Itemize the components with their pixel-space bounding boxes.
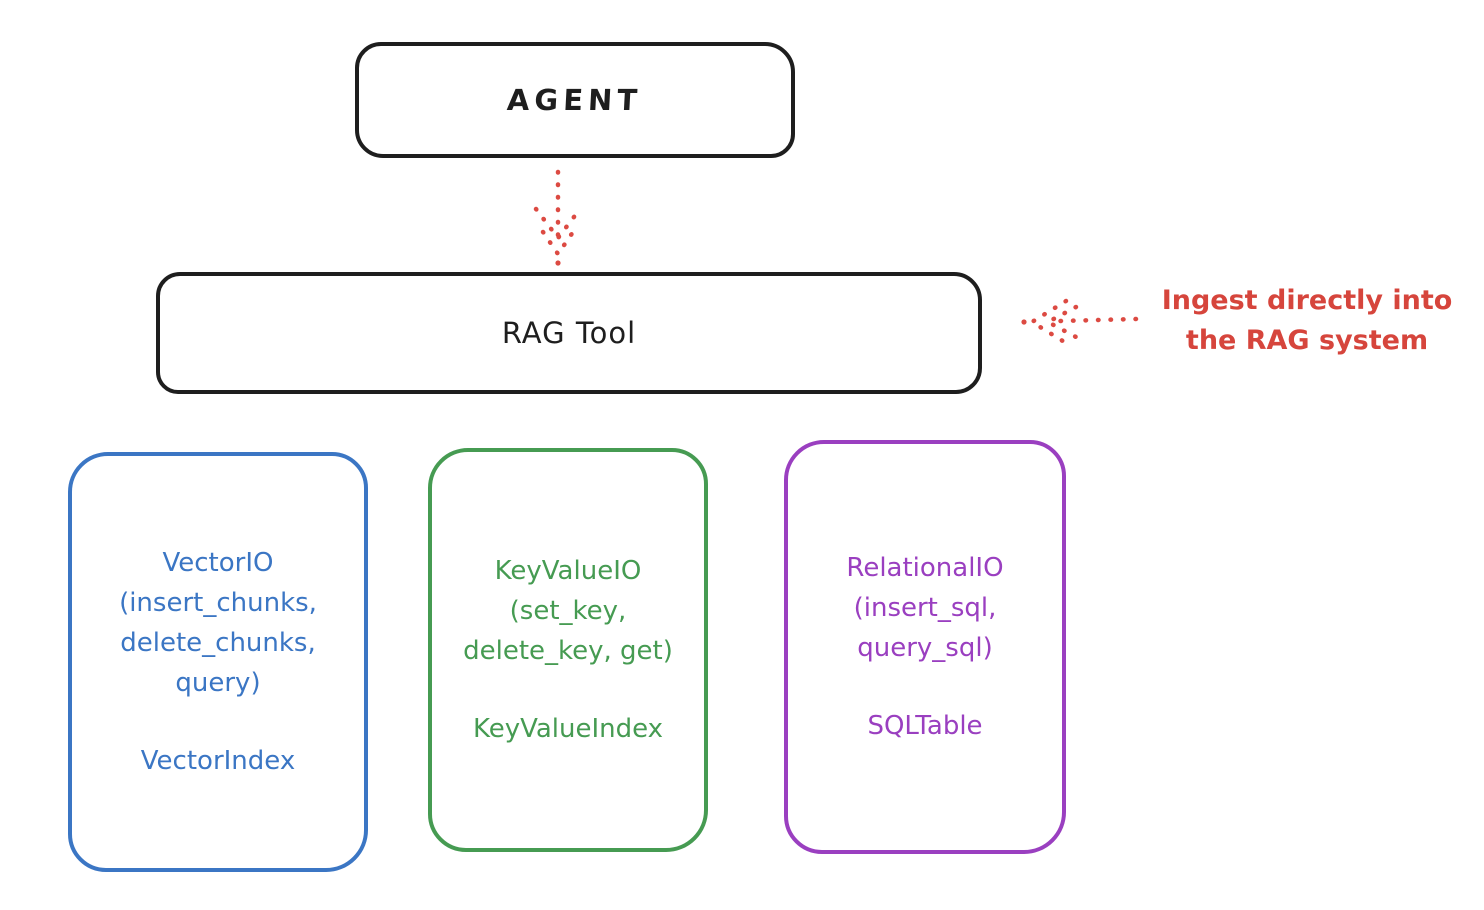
store-vector-io-signature: VectorIO (insert_chunks, delete_chunks, … bbox=[119, 543, 317, 703]
store-relational-io-index-label: SQLTable bbox=[867, 711, 983, 741]
store-line: (insert_sql, bbox=[853, 593, 997, 623]
store-keyvalue-io-index-label: KeyValueIndex bbox=[472, 714, 664, 744]
rag-tool-box: RAG Tool bbox=[156, 272, 982, 394]
store-box-relational-io: RelationalIO (insert_sql, query_sql) SQL… bbox=[784, 440, 1066, 854]
ingest-annotation: Ingest directly into the RAG system bbox=[1133, 281, 1481, 361]
store-line: (set_key, bbox=[509, 596, 627, 626]
store-line: delete_key, get) bbox=[463, 636, 673, 666]
store-line: KeyValueIO bbox=[494, 556, 642, 586]
agent-label: AGENT bbox=[506, 83, 644, 117]
store-line: query_sql) bbox=[857, 633, 993, 663]
store-relational-io-signature: RelationalIO (insert_sql, query_sql) bbox=[846, 548, 1003, 668]
ingest-annotation-line1: Ingest directly into bbox=[1161, 285, 1453, 316]
store-line: delete_chunks, bbox=[120, 628, 316, 658]
ingest-annotation-arrow bbox=[1021, 298, 1139, 346]
store-vector-io-index-label: VectorIndex bbox=[140, 746, 296, 776]
store-line: RelationalIO bbox=[846, 553, 1004, 583]
store-line: (insert_chunks, bbox=[119, 588, 317, 618]
ingest-annotation-line2: the RAG system bbox=[1185, 325, 1429, 356]
agent-box: AGENT bbox=[355, 42, 795, 158]
rag-tool-label: RAG Tool bbox=[501, 316, 637, 350]
store-keyvalue-io-signature: KeyValueIO (set_key, delete_key, get) bbox=[463, 551, 673, 671]
store-line: VectorIO bbox=[162, 548, 274, 578]
store-box-keyvalue-io: KeyValueIO (set_key, delete_key, get) Ke… bbox=[428, 448, 708, 852]
agent-to-ragtool-arrow bbox=[533, 169, 583, 266]
store-line: query) bbox=[175, 668, 261, 698]
store-box-vector-io: VectorIO (insert_chunks, delete_chunks, … bbox=[68, 452, 368, 872]
